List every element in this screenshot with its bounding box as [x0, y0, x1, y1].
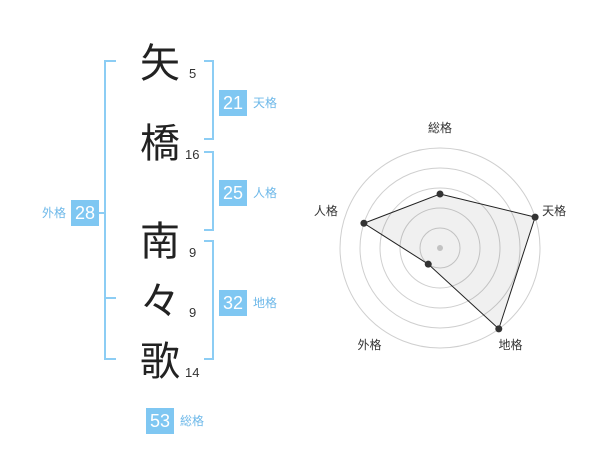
tenkaku-label: 天格 — [253, 96, 278, 110]
radar-point-1 — [436, 190, 444, 198]
radar-center-dot — [437, 245, 443, 251]
tenkaku-value: 21 — [219, 90, 247, 116]
jinkaku-value: 25 — [219, 180, 247, 206]
radar-point-3 — [495, 325, 503, 333]
radar-ring-2 — [399, 207, 481, 289]
name-char-1: 矢 — [140, 41, 180, 87]
gaikaku-label: 外格 — [42, 206, 67, 220]
gaikaku-value: 28 — [71, 200, 99, 226]
radar-axis-label: 外格 — [357, 337, 381, 352]
radar-axis-label: 地格 — [499, 337, 523, 352]
radar-point-4 — [424, 260, 432, 268]
radar-axis-label: 総格 — [428, 120, 452, 135]
radar-ring-3 — [379, 187, 501, 309]
soukaku-label: 総格 — [180, 414, 205, 428]
radar-ring-1 — [419, 227, 461, 269]
radar-axis-label: 人格 — [314, 203, 338, 218]
chikaku-label: 地格 — [253, 296, 278, 310]
name-char-3: 南 — [140, 219, 180, 265]
name-char-4: 々 — [140, 279, 180, 325]
tenkaku-bracket-bottom — [204, 138, 214, 140]
stroke-count-5: 14 — [185, 365, 200, 380]
chikaku-bracket-bottom — [204, 358, 214, 360]
gaikaku-bracket-bottom — [104, 358, 116, 360]
radar-area — [362, 193, 536, 330]
gaikaku-bracket-top — [104, 60, 116, 62]
gaikaku-connector — [99, 212, 105, 214]
tenkaku-bracket-top — [204, 60, 214, 62]
jinkaku-label: 人格 — [253, 186, 278, 200]
soukaku-value: 53 — [146, 408, 174, 434]
radar-axis-label: 天格 — [542, 203, 566, 218]
gaikaku-bracket-vertical — [104, 60, 106, 360]
jinkaku-bracket-bottom — [204, 229, 214, 231]
radar-point-5 — [360, 219, 368, 227]
radar-ring-5 — [339, 147, 541, 349]
jinkaku-bracket-top — [204, 151, 214, 153]
chikaku-value: 32 — [219, 290, 247, 316]
stroke-count-4: 9 — [189, 305, 197, 320]
stroke-count-3: 9 — [189, 245, 197, 260]
stroke-count-1: 5 — [189, 66, 197, 81]
tenkaku-bracket-vertical — [212, 60, 214, 140]
chikaku-bracket-top — [204, 240, 214, 242]
radar-ring-4 — [359, 167, 521, 329]
jinkaku-bracket-vertical — [212, 151, 214, 231]
gaikaku-bracket-mid — [104, 297, 116, 299]
chikaku-bracket-vertical — [212, 240, 214, 360]
stroke-count-2: 16 — [185, 147, 200, 162]
name-char-5: 歌 — [140, 339, 180, 385]
radar-point-2 — [531, 213, 539, 221]
name-char-2: 橋 — [140, 121, 180, 167]
